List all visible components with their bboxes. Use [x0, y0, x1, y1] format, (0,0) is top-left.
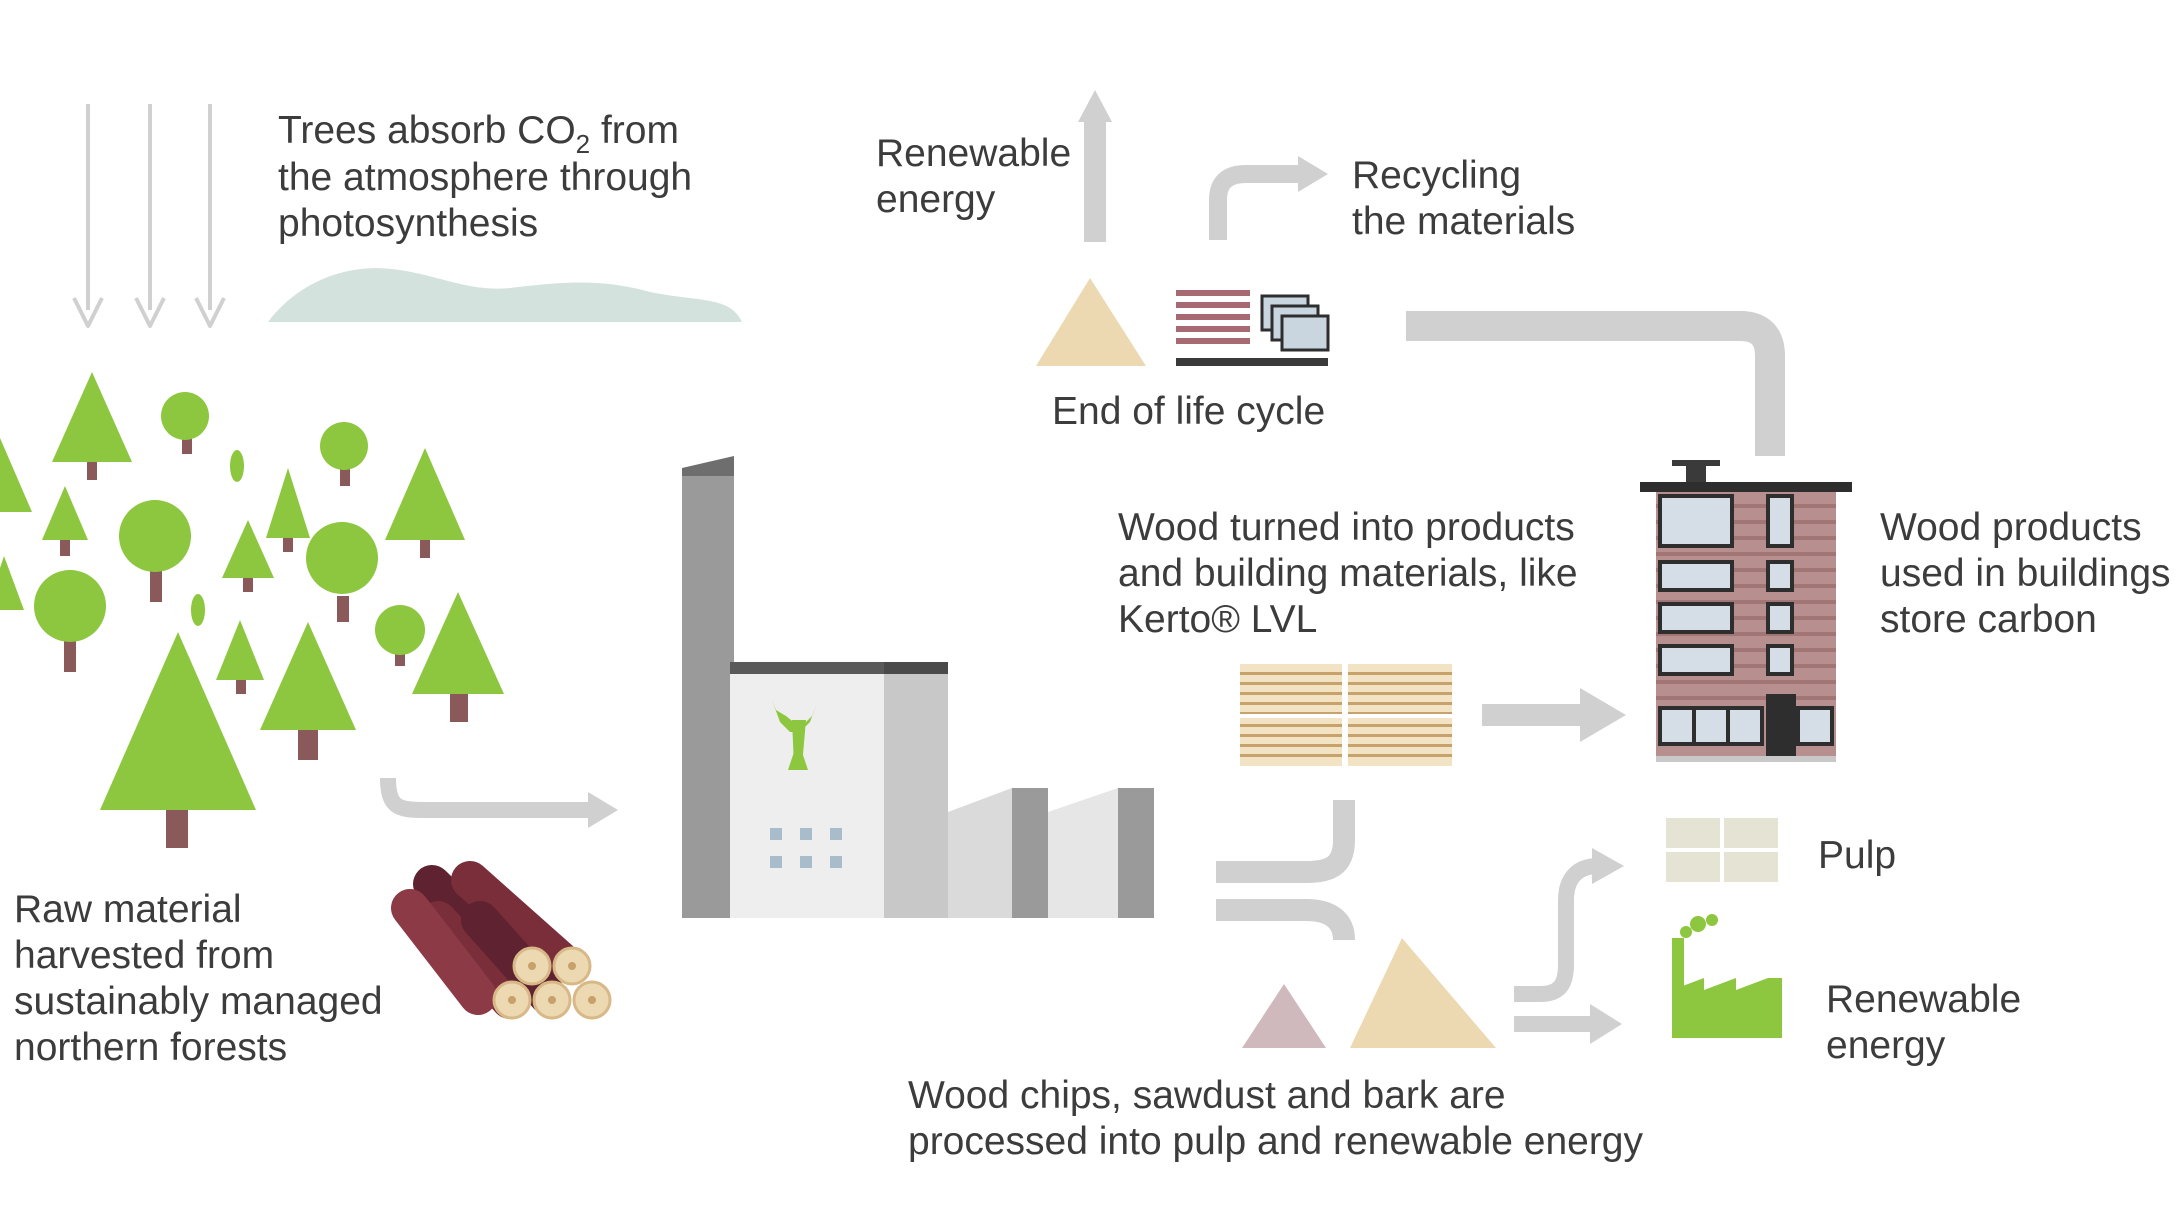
label-raw-material-line2: harvested from	[14, 934, 274, 977]
label-raw-material-line3: sustainably managed	[14, 980, 383, 1023]
energy-plant-icon	[1672, 914, 1782, 1038]
label-renewable-bottom-line2: energy	[1826, 1024, 1946, 1067]
label-end-of-life: End of life cycle	[1052, 390, 1325, 433]
label-trees-absorb-line2: the atmosphere through	[278, 156, 692, 199]
arrow-recycling	[1209, 156, 1328, 240]
forest	[0, 372, 504, 848]
lvl-boards-icon	[1240, 664, 1452, 766]
label-recycling-line2: the materials	[1352, 200, 1575, 243]
cloud-shape	[268, 268, 742, 322]
bark-pile-icon	[1242, 984, 1326, 1048]
label-wood-products-line2: used in buildings	[1880, 552, 2171, 595]
label-renewable-top-line1: Renewable	[876, 132, 1071, 175]
arrow-renewable-energy-up	[1078, 90, 1112, 242]
label-wood-turned-line3: Kerto® LVL	[1118, 598, 1317, 641]
sawdust-pile-icon	[1036, 278, 1146, 366]
label-renewable-top-line2: energy	[876, 178, 996, 221]
pulp-bales-icon	[1666, 818, 1778, 882]
split-pipe-arrows	[1216, 800, 1355, 941]
sawdust-pile-large-icon	[1350, 938, 1496, 1048]
label-wood-products-line3: store carbon	[1880, 598, 2097, 641]
label-wood-chips-line2: processed into pulp and renewable energy	[908, 1120, 1644, 1163]
arrow-chips-to-energy	[1514, 1004, 1622, 1044]
label-pulp: Pulp	[1818, 834, 1896, 877]
label-wood-products-line1: Wood products	[1880, 506, 2142, 549]
label-trees-absorb: Trees absorb CO2 from	[278, 109, 679, 159]
return-pipe-arrow	[1406, 311, 1785, 456]
lumber-stack-icon	[1176, 290, 1250, 344]
label-raw-material-line1: Raw material	[14, 888, 242, 931]
arrow-forest-to-mill	[380, 777, 618, 828]
label-recycling-line1: Recycling	[1352, 154, 1521, 197]
label-wood-turned-line2: and building materials, like	[1118, 552, 1578, 595]
co2-down-arrows	[72, 104, 226, 328]
mill-building	[682, 456, 1154, 918]
label-trees-absorb-line3: photosynthesis	[278, 202, 538, 245]
round-tree	[34, 392, 425, 655]
label-wood-chips-line1: Wood chips, sawdust and bark are	[908, 1074, 1506, 1117]
end-of-life-icons	[1036, 278, 1330, 366]
label-renewable-bottom-line1: Renewable	[1826, 978, 2021, 1021]
window-grid	[770, 828, 842, 868]
logs-icon	[391, 861, 612, 1020]
label-wood-turned-line1: Wood turned into products	[1118, 506, 1575, 549]
arrow-chips-to-pulp	[1514, 848, 1624, 1002]
label-raw-material-line4: northern forests	[14, 1026, 287, 1069]
arrow-products-to-building	[1482, 688, 1626, 742]
stacked-panels-icon	[1260, 294, 1330, 352]
moose-logo-icon	[772, 700, 818, 770]
apartment-building-icon	[1640, 460, 1852, 762]
conifer-tree	[0, 372, 504, 810]
